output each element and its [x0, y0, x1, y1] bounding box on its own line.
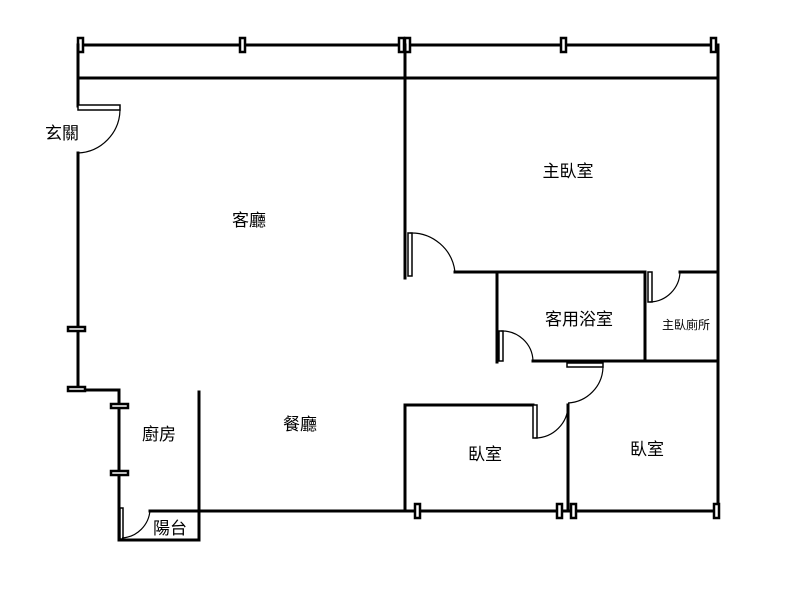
- side-windows: [66, 325, 130, 477]
- dimension-tick: [559, 36, 568, 54]
- master-bedroom-door[interactable]: [407, 232, 456, 277]
- guest-bath-door[interactable]: [498, 330, 534, 362]
- interior-walls: [403, 43, 720, 513]
- room-label-bedroom-2: 臥室: [630, 440, 664, 460]
- window-tick: [555, 502, 564, 520]
- outer-walls: [76, 43, 720, 542]
- bottom-window-ticks: [413, 502, 721, 520]
- room-label-living: 客廳: [232, 211, 266, 231]
- room-label-entrance: 玄關: [45, 124, 79, 144]
- dimension-tick: [238, 36, 247, 54]
- top-dimension-line: [76, 43, 720, 80]
- bedroom-2-door[interactable]: [566, 362, 604, 404]
- room-label-master-bedroom: 主臥室: [543, 162, 594, 182]
- bedroom-1-door[interactable]: [532, 404, 569, 439]
- window-tick: [712, 502, 721, 520]
- dimension-ticks: [76, 36, 718, 54]
- room-label-balcony: 陽台: [153, 519, 187, 539]
- room-label-kitchen: 廚房: [142, 424, 176, 445]
- window-tick: [569, 502, 578, 520]
- window-marker: [66, 385, 87, 393]
- balcony-door[interactable]: [119, 507, 151, 540]
- room-label-master-bath: 主臥廁所: [662, 317, 710, 332]
- dimension-tick: [709, 36, 718, 54]
- room-label-dining: 餐廳: [283, 415, 317, 435]
- entrance-door[interactable]: [77, 104, 121, 154]
- room-label-bedroom-1: 臥室: [468, 445, 502, 465]
- room-label-guest-bath: 客用浴室: [545, 310, 613, 330]
- window-marker: [109, 469, 130, 477]
- window-tick: [413, 502, 422, 520]
- master-bath-door[interactable]: [647, 271, 681, 303]
- window-marker: [109, 402, 130, 410]
- dimension-tick: [397, 36, 406, 54]
- window-marker: [66, 325, 87, 333]
